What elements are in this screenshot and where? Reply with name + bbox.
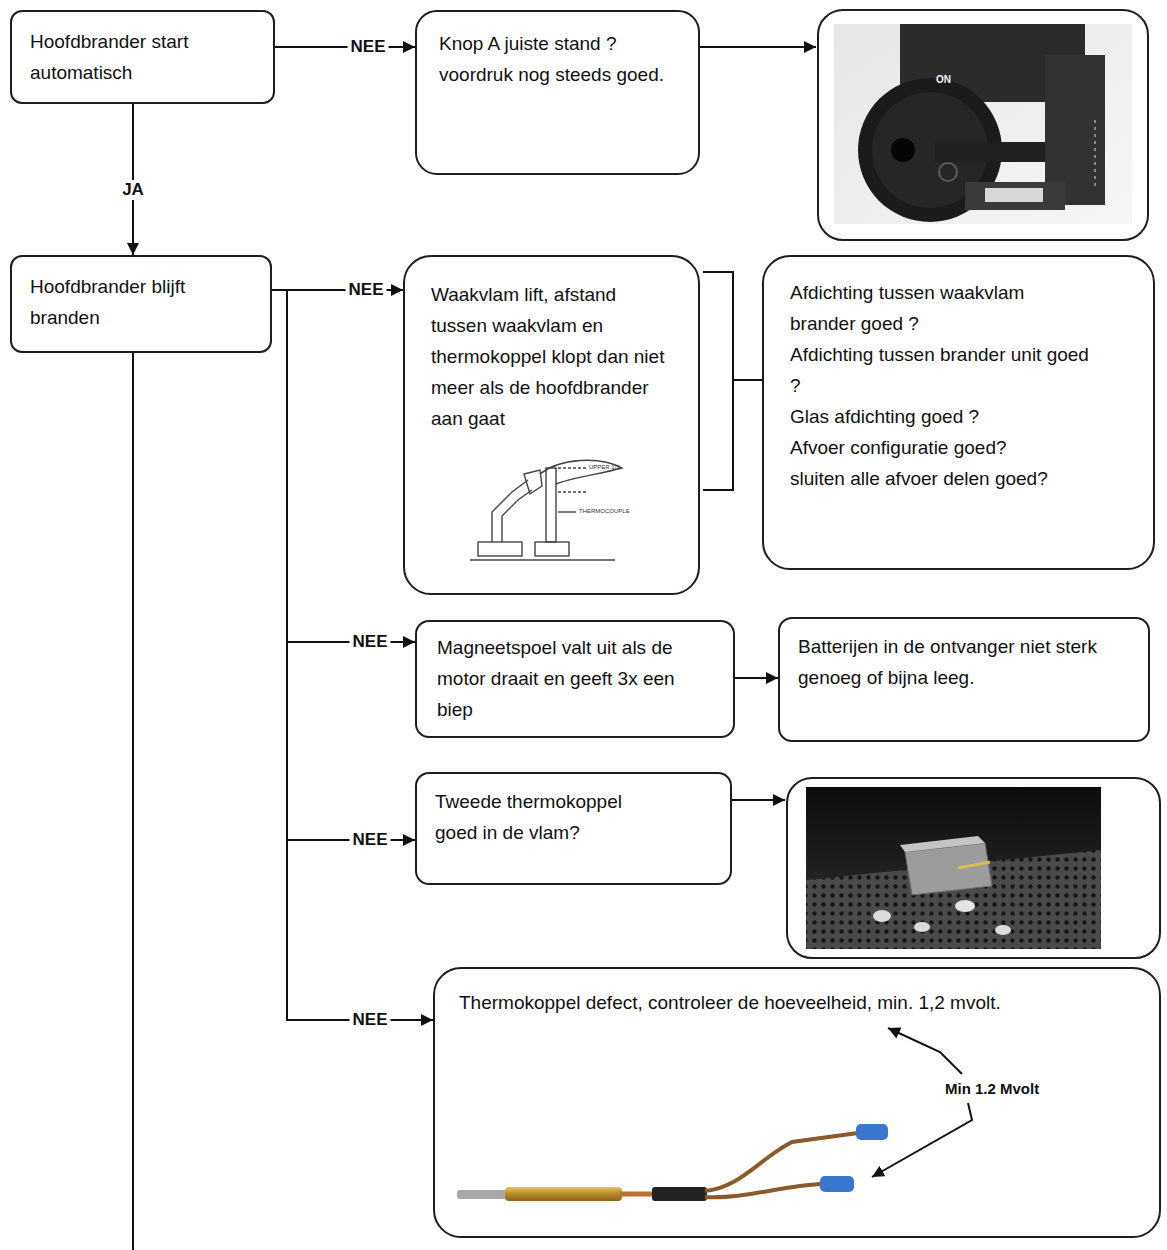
- process-box: Afdichting tussen waakvlam brander goed …: [762, 255, 1155, 570]
- edge-label: JA: [119, 180, 147, 200]
- thermocouple-bracket: [905, 843, 992, 895]
- part-label: ON: [936, 74, 951, 86]
- knob-photo: [818, 10, 1148, 240]
- copper-tube: [620, 1192, 655, 1197]
- part-label: UPPER 1/3: [589, 464, 620, 471]
- thermocouple-tip: [457, 1190, 509, 1199]
- bracket-top: [900, 836, 985, 852]
- process-box: Batterijen in de ontvanger niet sterk ge…: [778, 617, 1150, 742]
- box-text: Hoofdbrander blijft branden: [30, 271, 252, 333]
- part-label: Min 1.2 Mvolt: [945, 1080, 1039, 1098]
- photo-ground: [806, 787, 1101, 949]
- box-text: Afvoer configuratie goed?: [790, 432, 1090, 463]
- leader-arrow: [872, 1103, 972, 1177]
- box-text: sluiten alle afvoer delen goed?: [790, 463, 1090, 494]
- knob-window: [985, 188, 1043, 202]
- flow-arrow: [275, 46, 415, 48]
- ceramic-chip: [995, 925, 1011, 935]
- pilot-base: [478, 542, 522, 556]
- thermocouple-photo: [457, 1124, 888, 1201]
- flow-arrow: [272, 290, 415, 840]
- leader-line: [558, 467, 586, 468]
- flow-arrow: [703, 272, 762, 380]
- box-text: Tweede thermokoppel goed in de vlam?: [435, 786, 655, 848]
- photo-arrow: [732, 799, 785, 801]
- box-text: Thermokoppel defect, controleer de hoeve…: [459, 987, 1135, 1018]
- flow-line: [132, 353, 134, 1250]
- bracket: [703, 380, 733, 490]
- pilot-hood: [524, 470, 542, 494]
- leader-line: [558, 491, 586, 492]
- box-text: Afdichting tussen waakvlam brander goed …: [790, 277, 1090, 339]
- edge-label: NEE: [348, 37, 389, 57]
- knob-ring: [939, 163, 957, 181]
- photo-ground: [834, 24, 1132, 224]
- connector: [820, 1176, 854, 1192]
- box-text: Glas afdichting goed ?: [790, 401, 1090, 432]
- box-text: Batterijen in de ontvanger niet sterk ge…: [798, 631, 1098, 693]
- photo-frame: [818, 10, 1148, 240]
- wire: [705, 1133, 858, 1191]
- thermocouple-tip: [958, 862, 990, 868]
- process-box: Tweede thermokoppel goed in de vlam?: [415, 772, 732, 885]
- edge-label: NEE: [350, 632, 391, 652]
- scale-marks: [1094, 120, 1096, 190]
- leader-arrow: [888, 1028, 962, 1074]
- process-box: Hoofdbrander blijft branden: [10, 255, 272, 353]
- flow-arrow: [272, 290, 415, 642]
- wire: [705, 1184, 822, 1197]
- edge-label: NEE: [346, 280, 387, 300]
- box-text: Hoofdbrander start automatisch: [30, 26, 255, 88]
- process-box: Hoofdbrander start automatisch: [10, 10, 275, 104]
- process-box: Magneetspoel valt uit als de motor draai…: [415, 620, 735, 738]
- box-text: Magneetspoel valt uit als de motor draai…: [437, 632, 713, 725]
- thermocouple-base: [535, 542, 569, 556]
- ceramic-chip: [955, 900, 975, 912]
- process-box: Waakvlam lift, afstand tussen waakvlam e…: [403, 255, 700, 595]
- burner-photo: [787, 778, 1160, 958]
- flow-arrow: [735, 677, 778, 679]
- box-text: Afdichting tussen brander unit goed ?: [790, 339, 1090, 401]
- photo-arrow: [700, 46, 816, 48]
- ceramic-chip: [914, 922, 930, 932]
- ceramic-chip: [873, 910, 891, 922]
- pilot-tube: [502, 490, 532, 542]
- leader-line: [558, 511, 576, 512]
- base-line: [470, 559, 615, 560]
- edge-label: NEE: [350, 830, 391, 850]
- pilot-tube: [492, 480, 528, 542]
- sleeve: [652, 1187, 707, 1201]
- box-text: Knop A juiste stand ? voordruk nog steed…: [439, 28, 671, 90]
- photo-frame: [787, 778, 1160, 958]
- knob-hole: [891, 138, 915, 162]
- flame-outline: [540, 460, 622, 484]
- thermocouple-rod: [546, 468, 556, 542]
- flow-arrow: [272, 290, 433, 1020]
- thermocouple-body: [505, 1187, 622, 1201]
- process-box: Knop A juiste stand ? voordruk nog steed…: [415, 10, 700, 175]
- edge-label: NEE: [350, 1010, 391, 1030]
- connector: [856, 1124, 888, 1140]
- knob-bracket: [965, 182, 1065, 210]
- process-box: Thermokoppel defect, controleer de hoeve…: [433, 967, 1161, 1238]
- box-text: Waakvlam lift, afstand tussen waakvlam e…: [431, 279, 672, 434]
- part-label: THERMOCOUPLE: [579, 508, 630, 515]
- knob-lever: [935, 142, 1045, 162]
